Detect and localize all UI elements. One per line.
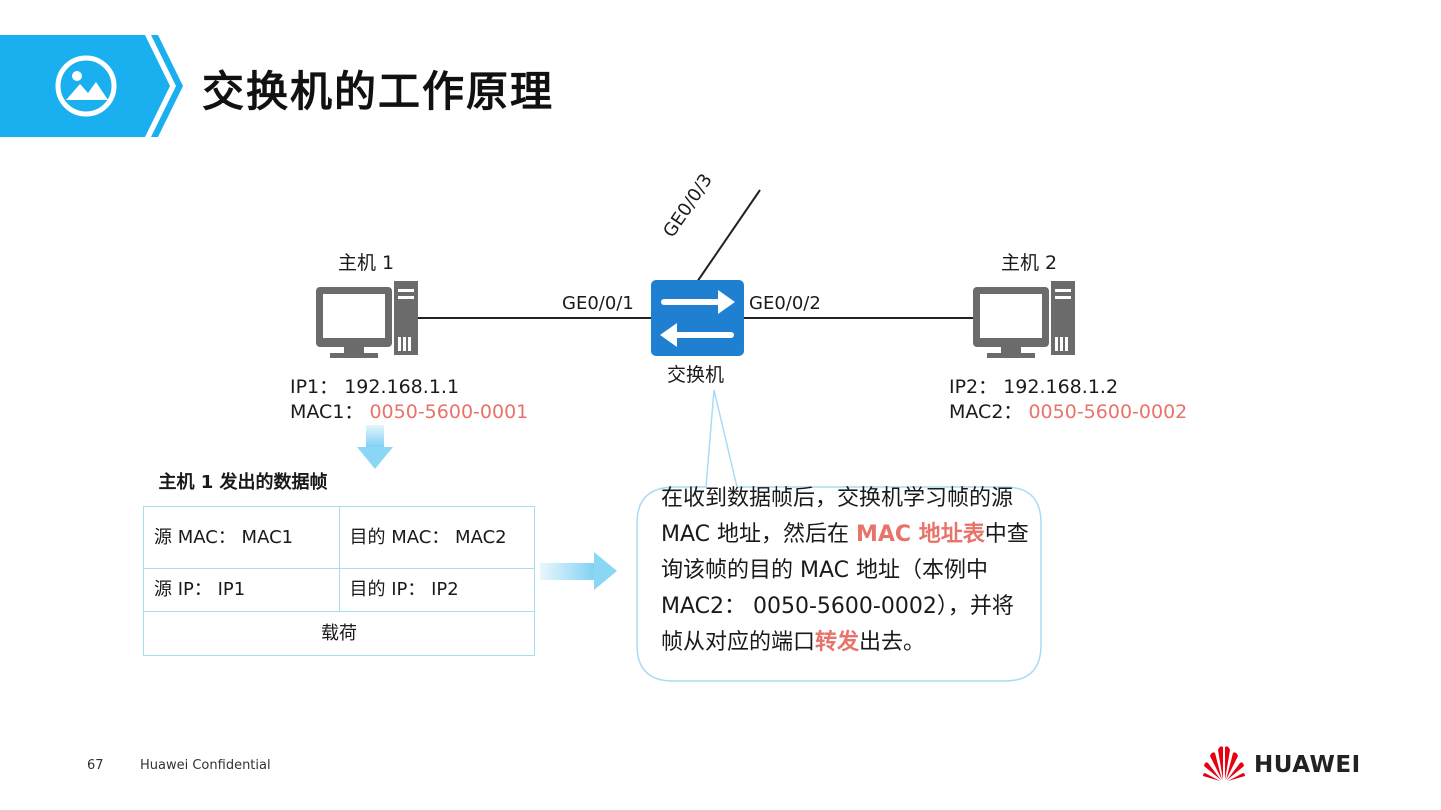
host2-mac-label: MAC2： — [949, 401, 1023, 423]
callout-part-2: 中查询该帧的目的 MAC 地址（本例中 MAC2： 0050-5600-0002… — [661, 522, 1029, 655]
switch-name: 交换机 — [667, 364, 725, 386]
host1-mac-value: 0050-5600-0001 — [369, 401, 529, 423]
host1-name: 主机 1 — [338, 252, 395, 274]
host1-mac-label: MAC1： — [290, 401, 364, 423]
computer-icon — [316, 281, 418, 358]
table-row: 源 MAC： MAC1 目的 MAC： MAC2 — [143, 506, 535, 569]
host2-mac: MAC2： 0050-5600-0002 — [949, 397, 1187, 424]
huawei-flower-logo — [1203, 746, 1245, 781]
host2-ip-value: 192.168.1.2 — [1003, 376, 1119, 398]
computer-icon — [973, 281, 1075, 358]
frame-cell-src-ip: 源 IP： IP1 — [143, 568, 340, 612]
page-number: 67 — [87, 758, 104, 773]
callout-bubble — [636, 389, 1042, 682]
callout-text: 在收到数据帧后，交换机学习帧的源 MAC 地址，然后在 MAC 地址表中查询该帧… — [661, 481, 1033, 661]
host2-ip-label: IP2： — [949, 376, 998, 398]
port-label-ge001: GE0/0/1 — [562, 293, 634, 314]
frame-cell-dst-mac: 目的 MAC： MAC2 — [338, 506, 535, 569]
host1-ip-label: IP1： — [290, 376, 339, 398]
slide-title: 交换机的工作原理 — [202, 67, 555, 116]
table-row: 载荷 — [143, 611, 535, 656]
switch-icon — [651, 280, 744, 356]
port-label-ge002: GE0/0/2 — [749, 293, 821, 314]
callout-part-1: 在收到数据帧后，交换机学习帧的源 MAC 地址，然后在 — [661, 486, 1014, 547]
host1-ip: IP1： 192.168.1.1 — [290, 372, 459, 399]
callout-highlight-mac-table: MAC 地址表 — [856, 522, 985, 547]
image-icon — [55, 55, 117, 117]
right-arrow-icon — [540, 552, 617, 590]
frame-table: 源 MAC： MAC1 目的 MAC： MAC2 源 IP： IP1 目的 IP… — [143, 506, 535, 656]
frame-cell-payload: 载荷 — [143, 611, 535, 656]
host2-mac-value: 0050-5600-0002 — [1028, 401, 1188, 423]
header-banner — [0, 35, 183, 137]
confidential-label: Huawei Confidential — [140, 758, 271, 773]
callout-highlight-forward: 转发 — [815, 630, 860, 655]
table-row: 源 IP： IP1 目的 IP： IP2 — [143, 568, 535, 612]
link-switch-uplink — [696, 189, 761, 283]
host1-ip-value: 192.168.1.1 — [344, 376, 460, 398]
host2-name: 主机 2 — [1001, 252, 1058, 274]
down-arrow-icon — [357, 425, 393, 469]
brand-name: HUAWEI — [1254, 752, 1361, 778]
frame-title: 主机 1 发出的数据帧 — [158, 472, 328, 493]
frame-cell-src-mac: 源 MAC： MAC1 — [143, 506, 340, 569]
host1-mac: MAC1： 0050-5600-0001 — [290, 397, 528, 424]
host2-ip: IP2： 192.168.1.2 — [949, 372, 1118, 399]
frame-cell-dst-ip: 目的 IP： IP2 — [338, 568, 535, 612]
callout-part-3: 出去。 — [859, 630, 926, 655]
